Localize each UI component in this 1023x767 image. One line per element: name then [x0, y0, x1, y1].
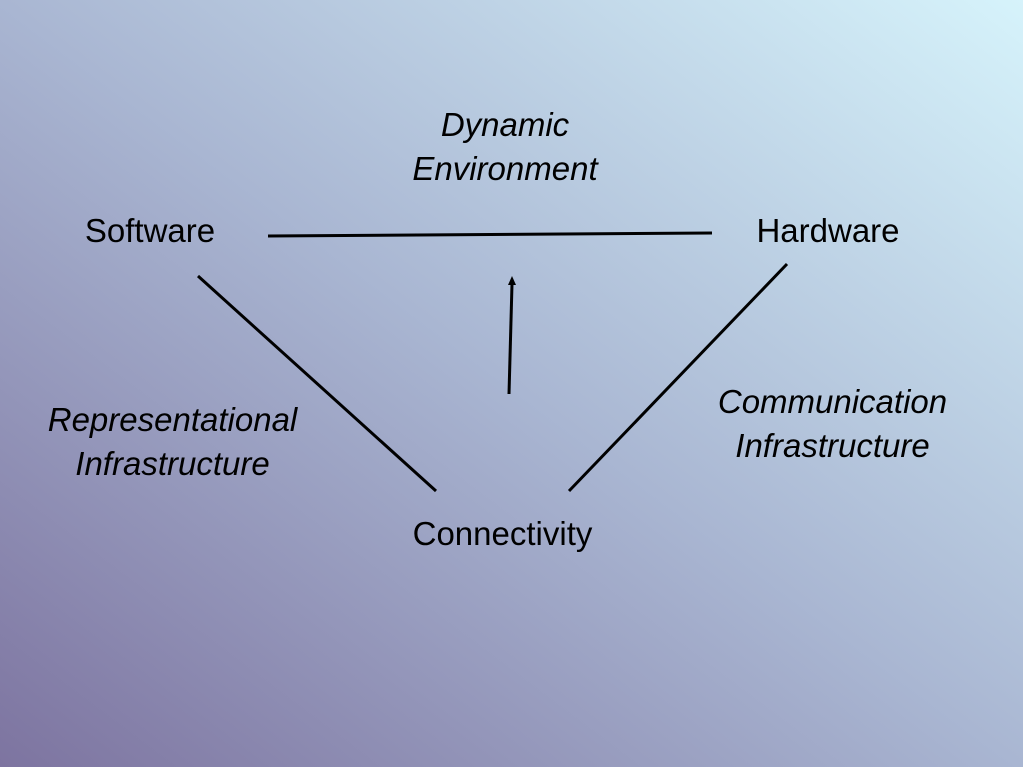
edge-label-top-line1: Dynamic	[440, 106, 570, 143]
edge-label-right-line2: Infrastructure	[735, 427, 930, 464]
node-hardware-label: Hardware	[756, 212, 900, 249]
edge-label-communication-infrastructure: Communication Infrastructure	[690, 380, 975, 468]
edge-label-left-line1: Representational	[47, 401, 298, 438]
node-connectivity-label: Connectivity	[412, 515, 593, 552]
node-connectivity: Connectivity	[380, 512, 625, 556]
node-software: Software	[60, 209, 240, 253]
edge-label-left-line2: Infrastructure	[75, 445, 270, 482]
edge-label-representational-infrastructure: Representational Infrastructure	[20, 398, 325, 486]
edge-label-dynamic-environment: Dynamic Environment	[370, 103, 640, 191]
edge-software-hardware	[267, 231, 713, 238]
node-software-label: Software	[84, 212, 216, 249]
edge-software-connectivity	[196, 274, 438, 493]
node-hardware: Hardware	[738, 209, 918, 253]
edge-hardware-connectivity	[567, 262, 789, 493]
edge-label-top-line2: Environment	[412, 150, 598, 187]
edge-label-right-line1: Communication	[717, 383, 948, 420]
upward-arrow	[507, 276, 516, 395]
